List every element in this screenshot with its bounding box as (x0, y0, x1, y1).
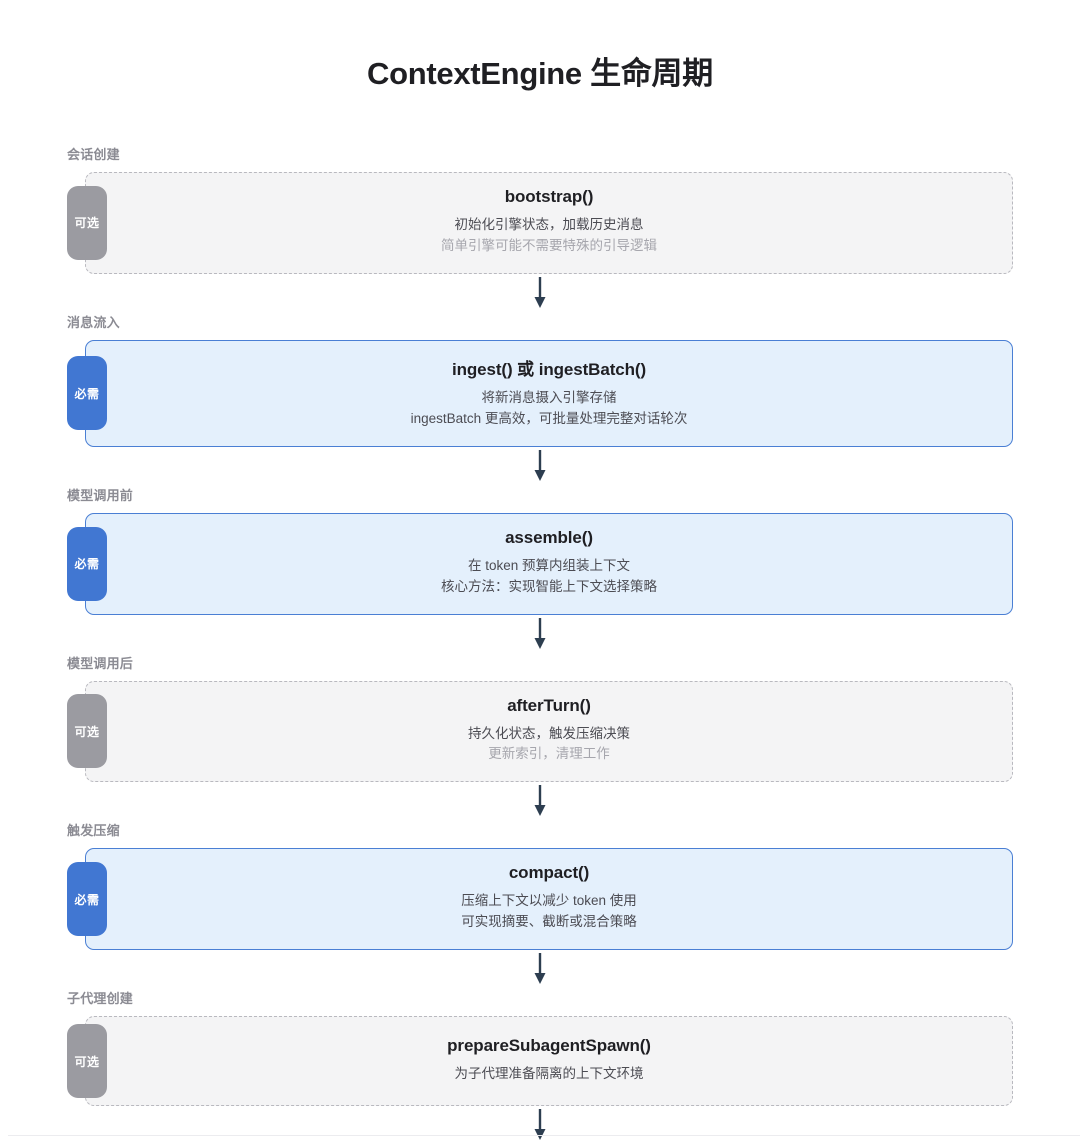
arrow-down-icon (534, 785, 546, 817)
card-wrap: 必需 assemble() 在 token 预算内组装上下文 核心方法：实现智能… (67, 512, 1013, 615)
function-name: prepareSubagentSpawn() (447, 1035, 651, 1055)
function-desc-secondary: 核心方法：实现智能上下文选择策略 (441, 578, 657, 594)
arrow-down-icon (534, 617, 546, 649)
stage-label: 模型调用后 (67, 655, 134, 671)
function-desc-primary: 将新消息摄入引擎存储 (481, 389, 617, 405)
arrow-connector (67, 782, 1013, 820)
stage-label: 模型调用前 (67, 487, 134, 503)
card-wrap: 可选 bootstrap() 初始化引擎状态，加载历史消息 简单引擎可能不需要特… (67, 172, 1013, 274)
function-desc-primary: 压缩上下文以减少 token 使用 (461, 893, 637, 909)
arrow-down-icon (534, 953, 546, 985)
left-rail (0, 0, 8, 1142)
card-wrap: 必需 ingest() 或 ingestBatch() 将新消息摄入引擎存储 i… (67, 339, 1013, 447)
arrow-connector (67, 950, 1013, 988)
function-name: bootstrap() (504, 187, 594, 206)
arrow-connector (67, 274, 1013, 312)
function-desc-primary: 初始化引擎状态，加载历史消息 (454, 217, 644, 232)
function-name: assemble() (505, 527, 593, 547)
arrow-down-icon (534, 276, 546, 308)
arrow-connector (67, 615, 1013, 653)
arrow-down-icon (534, 449, 546, 481)
badge-required: 必需 (67, 862, 107, 937)
card-wrap: 可选 afterTurn() 持久化状态，触发压缩决策 更新索引，清理工作 (67, 680, 1013, 783)
function-desc-secondary: ingestBatch 更高效，可批量处理完整对话轮次 (410, 410, 688, 426)
function-name: afterTurn() (507, 695, 591, 715)
stage-assemble: 模型调用前 必需 assemble() 在 token 预算内组装上下文 核心方… (67, 485, 1013, 615)
function-desc-secondary: 简单引擎可能不需要特殊的引导逻辑 (441, 237, 657, 253)
arrow-down-icon (534, 1109, 546, 1141)
stage-compact: 触发压缩 必需 compact() 压缩上下文以减少 token 使用 可实现摘… (67, 820, 1013, 951)
badge-required: 必需 (67, 356, 107, 431)
lifecycle-card[interactable]: ingest() 或 ingestBatch() 将新消息摄入引擎存储 inge… (85, 339, 1013, 447)
function-name: compact() (508, 863, 590, 883)
function-name: ingest() 或 ingestBatch() (451, 359, 647, 379)
function-desc-primary: 为子代理准备隔离的上下文环境 (454, 1065, 644, 1081)
stage-label: 子代理创建 (67, 991, 134, 1007)
stage-after-turn: 模型调用后 可选 afterTurn() 持久化状态，触发压缩决策 更新索引，清… (67, 653, 1013, 783)
arrow-connector (67, 1106, 1013, 1142)
lifecycle-card[interactable]: compact() 压缩上下文以减少 token 使用 可实现摘要、截断或混合策… (85, 848, 1013, 951)
lifecycle-flow: 会话创建 可选 bootstrap() 初始化引擎状态，加载历史消息 简单引擎可… (67, 93, 1013, 1142)
card-wrap: 可选 prepareSubagentSpawn() 为子代理准备隔离的上下文环境 (67, 1016, 1013, 1107)
stage-label: 会话创建 (67, 147, 120, 162)
badge-optional: 可选 (67, 1024, 107, 1099)
stage-prepare-subagent-spawn: 子代理创建 可选 prepareSubagentSpawn() 为子代理准备隔离… (67, 988, 1013, 1107)
stage-ingest: 消息流入 必需 ingest() 或 ingestBatch() 将新消息摄入引… (67, 312, 1013, 447)
stage-label: 消息流入 (67, 314, 120, 330)
function-desc-secondary: 可实现摘要、截断或混合策略 (461, 914, 637, 930)
lifecycle-card[interactable]: assemble() 在 token 预算内组装上下文 核心方法：实现智能上下文… (85, 512, 1013, 615)
function-desc-secondary: 更新索引，清理工作 (488, 746, 610, 762)
lifecycle-card[interactable]: afterTurn() 持久化状态，触发压缩决策 更新索引，清理工作 (85, 680, 1013, 783)
stage-bootstrap: 会话创建 可选 bootstrap() 初始化引擎状态，加载历史消息 简单引擎可… (67, 144, 1013, 274)
stage-label: 触发压缩 (67, 823, 120, 839)
card-wrap: 必需 compact() 压缩上下文以减少 token 使用 可实现摘要、截断或… (67, 848, 1013, 951)
function-desc-primary: 在 token 预算内组装上下文 (467, 557, 631, 573)
badge-optional: 可选 (67, 185, 107, 260)
lifecycle-card[interactable]: prepareSubagentSpawn() 为子代理准备隔离的上下文环境 (85, 1016, 1013, 1107)
page-title: ContextEngine 生命周期 (367, 56, 713, 91)
bottom-divider (8, 1135, 1080, 1136)
badge-required: 必需 (67, 526, 107, 601)
lifecycle-card[interactable]: bootstrap() 初始化引擎状态，加载历史消息 简单引擎可能不需要特殊的引… (85, 172, 1013, 274)
badge-optional: 可选 (67, 694, 107, 769)
function-desc-primary: 持久化状态，触发压缩决策 (468, 725, 630, 741)
arrow-connector (67, 447, 1013, 485)
